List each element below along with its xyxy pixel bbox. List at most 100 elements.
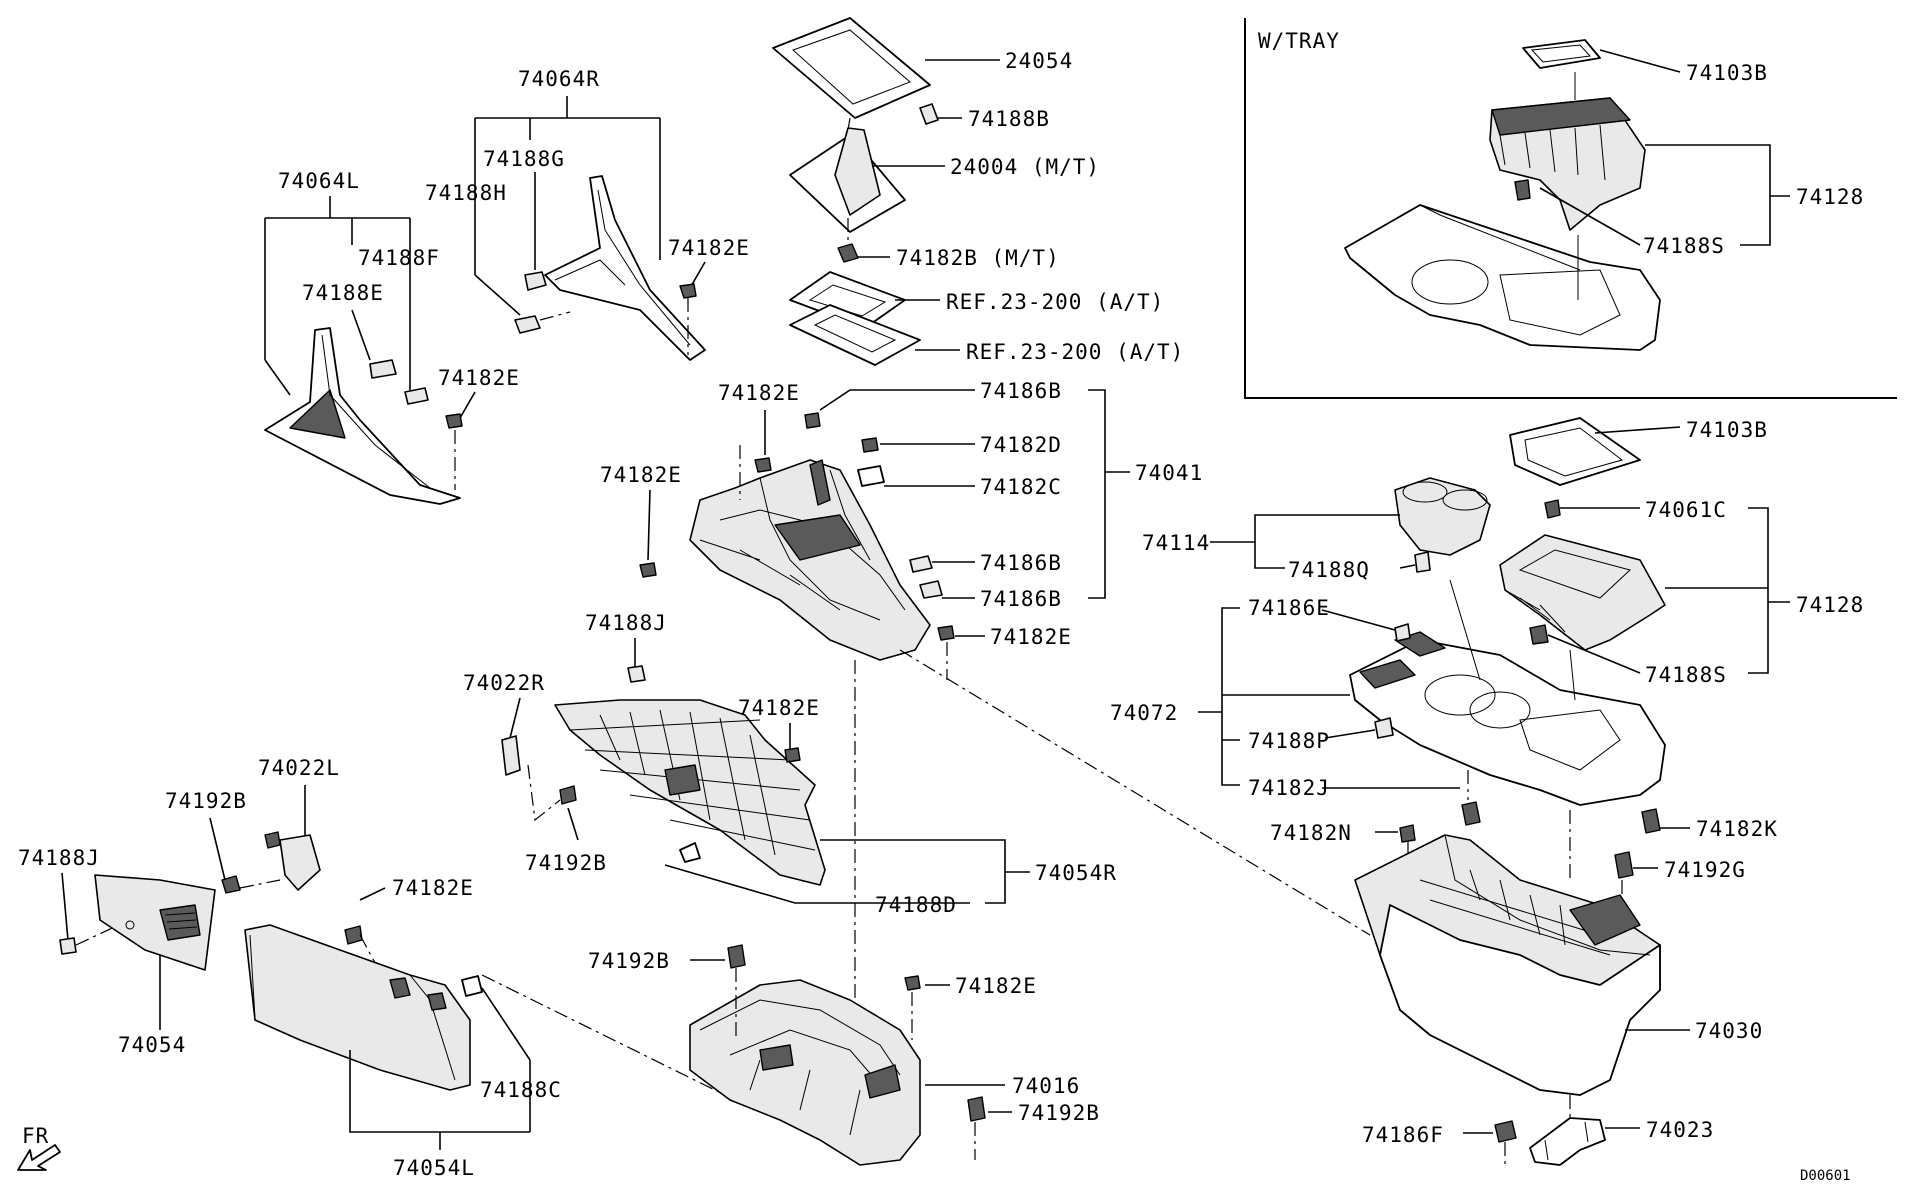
bolt-74192b-d	[967, 1096, 986, 1122]
clip-74188j-a	[627, 665, 646, 683]
bracket-74023	[1529, 1117, 1606, 1166]
panel-74054r-group: 74188J 74022R 74182E 74192B 74054R 74188…	[463, 611, 1116, 917]
connection-line	[899, 649, 1371, 936]
bolt-74192b-a	[559, 785, 577, 805]
label-74182e-g: 74182E	[392, 876, 474, 900]
label-74022l: 74022L	[258, 756, 340, 780]
label-74182k: 74182K	[1696, 817, 1778, 841]
diagram-code: D00601	[1800, 1168, 1851, 1184]
bracket-74022l	[279, 834, 321, 891]
label-74188p: 74188P	[1248, 729, 1330, 753]
tray-74128	[1499, 534, 1666, 651]
label-74188j-b: 74188J	[18, 846, 100, 870]
bolt-74192g	[1614, 851, 1634, 879]
bolt-74192b-c	[727, 944, 746, 969]
screw-74182e-d	[639, 562, 657, 578]
inset-w-tray: W/TRAY 74103B 74128 74188S	[1244, 18, 1897, 399]
floor-bracket-74016	[689, 979, 921, 1166]
clip-74188b	[919, 103, 939, 125]
label-74186b-b: 74186B	[980, 551, 1062, 575]
label-74186f: 74186F	[1362, 1123, 1444, 1147]
label-74114: 74114	[1142, 531, 1210, 555]
nut-74186f	[1494, 1120, 1517, 1143]
label-74182e-e: 74182E	[990, 625, 1072, 649]
panel-74054l-group: 74182E 74188C 74054L	[244, 876, 736, 1180]
screw-74182n	[1399, 824, 1416, 843]
label-74192b-c: 74192B	[588, 949, 670, 973]
label-74023: 74023	[1646, 1118, 1714, 1142]
label-74182j: 74182J	[1248, 776, 1330, 800]
label-74022r: 74022R	[463, 671, 545, 695]
front-indicator: FR	[17, 1124, 61, 1171]
clip-74188h	[514, 315, 541, 334]
screw-74182e-b	[445, 413, 463, 429]
bolt-74182k	[1641, 808, 1661, 834]
inset-frame	[1244, 18, 1897, 399]
clip-74188s	[1529, 624, 1549, 645]
clip-74188g	[524, 271, 547, 291]
label-74188j-a: 74188J	[585, 611, 667, 635]
inset-title: W/TRAY	[1258, 29, 1340, 53]
side-panel-74064l	[264, 327, 461, 505]
bolt-74182b	[837, 243, 859, 263]
label-74182e-b: 74182E	[438, 366, 520, 390]
clip-74186e	[1394, 623, 1411, 642]
bolt-74192b-b	[221, 875, 241, 894]
bolt-74182j	[1461, 801, 1481, 826]
label-24054: 24054	[1005, 49, 1073, 73]
bracket-74022r	[501, 735, 521, 776]
console-group: 74103B 74114 74188Q 74061C 74128 74188S	[1110, 417, 1863, 1166]
front-arrow-icon	[17, 1144, 61, 1171]
label-74186b-a: 74186B	[980, 379, 1062, 403]
at-plate-lower	[789, 304, 921, 366]
label-74188f: 74188F	[358, 246, 440, 270]
label-74182d: 74182D	[980, 433, 1062, 457]
clip-74188j-b	[59, 937, 77, 955]
label-74188h: 74188H	[425, 181, 507, 205]
panel-74054-group: 74022L 74192B 74188J 74054	[18, 756, 340, 1057]
label-ref-2: REF.23-200 (A/T)	[966, 340, 1184, 364]
label-74103b: 74103B	[1686, 418, 1768, 442]
screw-74182e-c	[754, 457, 772, 473]
clip-74188c	[461, 975, 483, 997]
side-panel-74064l-opening	[289, 389, 346, 439]
clip-74188f	[404, 387, 429, 405]
inset-console-top	[1344, 204, 1661, 351]
label-74016: 74016	[1012, 1074, 1080, 1098]
inset-clip	[1514, 179, 1531, 201]
clip-74188p	[1374, 717, 1394, 739]
label-74030: 74030	[1695, 1019, 1763, 1043]
label-74186b-c: 74186B	[980, 587, 1062, 611]
cup-holder-74114	[1394, 477, 1491, 556]
label-74188c: 74188C	[480, 1078, 562, 1102]
screw-74182e-f	[784, 747, 801, 763]
label-74182n: 74182N	[1270, 821, 1352, 845]
label-74182e-f: 74182E	[738, 696, 820, 720]
clip-74188e	[369, 359, 397, 379]
bolt-74182c	[857, 465, 885, 487]
label-74064r: 74064R	[518, 67, 600, 91]
label-74192b-b: 74192B	[165, 789, 247, 813]
label-24004: 24004 (M/T)	[950, 155, 1100, 179]
label-74188s: 74188S	[1645, 663, 1727, 687]
label-74041: 74041	[1135, 461, 1203, 485]
label-74054: 74054	[118, 1033, 186, 1057]
lid-74103b	[1509, 417, 1641, 486]
label-74182e-d: 74182E	[600, 463, 682, 487]
screw-74182d	[861, 437, 879, 453]
label-inset-74128: 74128	[1796, 185, 1864, 209]
side-panel-r-group: 74064R 74188G 74188H 74182E	[425, 67, 750, 361]
label-74182e-a: 74182E	[668, 236, 750, 260]
screw-74182e-h	[904, 975, 921, 991]
label-74182c: 74182C	[980, 475, 1062, 499]
center-bracket-group: 74182E 74186B 74182D 74182C 74186B 74186…	[600, 379, 1203, 1060]
clip-74186b-b	[909, 555, 933, 573]
label-inset-74188s: 74188S	[1643, 234, 1725, 258]
label-74182b: 74182B (M/T)	[896, 246, 1060, 270]
center-bracket-74041	[689, 459, 931, 661]
side-panel-l-group: 74064L 74188F 74188E 74182E	[264, 169, 520, 505]
label-inset-74103b: 74103B	[1686, 61, 1768, 85]
shift-boot-group: 24054 74188B 24004 (M/T) 74182B (M/T) RE…	[772, 17, 1184, 366]
label-74192g: 74192G	[1664, 858, 1746, 882]
clip-74188q	[1414, 551, 1431, 573]
